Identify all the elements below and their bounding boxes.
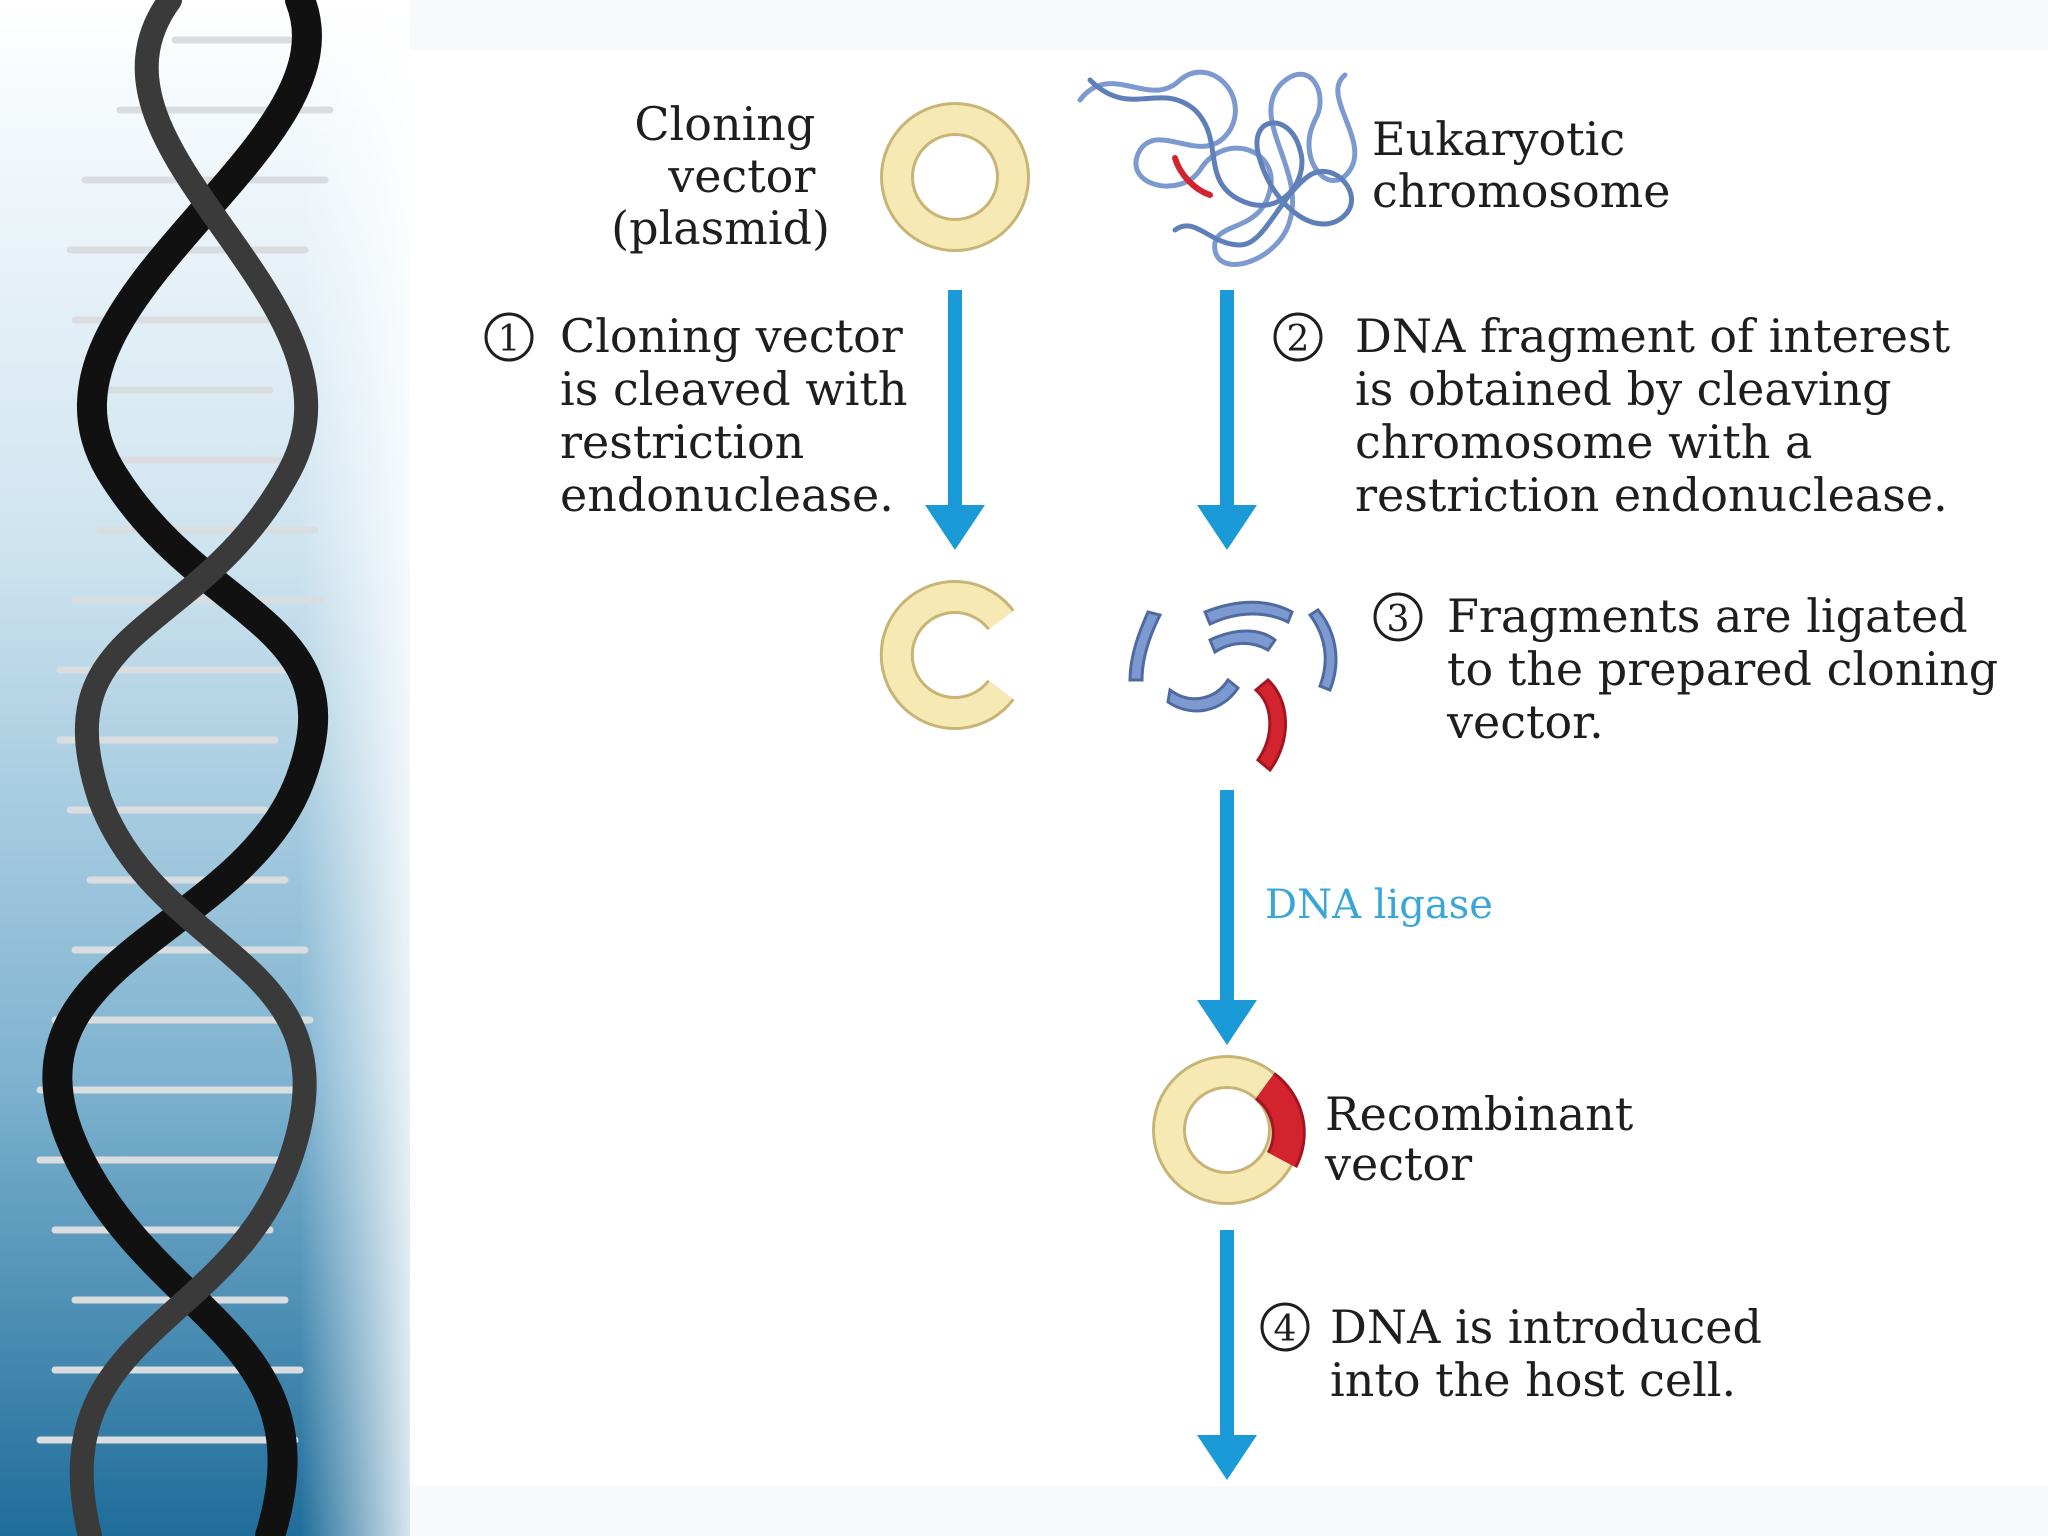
cloning-vector-label: Cloning vector (plasmid): [611, 97, 830, 255]
dna-ligase-label: DNA ligase: [1265, 882, 1493, 928]
step-number: 2: [1287, 319, 1310, 360]
down-arrow-icon: [925, 505, 985, 550]
down-arrow-icon: [1197, 1435, 1257, 1480]
step-2-arrow: [1197, 290, 1257, 550]
step-text-line: restriction: [560, 415, 804, 469]
step-text-line: vector.: [1446, 695, 1604, 749]
recombinant-vector-label: Recombinant vector: [1324, 1087, 1648, 1191]
cloning-vector-label-line: vector: [667, 149, 815, 203]
step-1-arrow: [925, 290, 985, 550]
step-text: Cloning vector is cleaved with restricti…: [560, 309, 922, 522]
step-number-circle: [1260, 1302, 1310, 1352]
step-text-line: is obtained by cleaving: [1355, 362, 1892, 416]
step-number-circle: [1373, 592, 1423, 642]
step-text-line: restriction endonuclease.: [1355, 468, 1948, 522]
chromosome-insert-segment: [1172, 155, 1213, 198]
step-text-line: into the host cell.: [1330, 1353, 1736, 1407]
step-3: 3 Fragments are ligated to the prepared …: [1373, 589, 2013, 749]
chromosome-fragment: [1128, 610, 1163, 682]
recombinant-insert: [1256, 1074, 1303, 1167]
ligase-arrow: [1197, 790, 1257, 1045]
down-arrow-icon: [1197, 1000, 1257, 1045]
chromosome-strand: [1077, 69, 1358, 267]
step-text-line: DNA fragment of interest: [1355, 309, 1951, 363]
down-arrow-icon: [1197, 505, 1257, 550]
step-text-line: DNA is introduced: [1330, 1300, 1762, 1354]
chromosome-fragments-icon: [1128, 600, 1338, 713]
step-text-line: chromosome with a: [1355, 415, 1812, 469]
cloning-vector-label-line: Cloning: [634, 97, 815, 151]
step-1: 1 Cloning vector is cleaved with restric…: [484, 309, 922, 522]
eukaryotic-chromosome-label: Eukaryotic chromosome: [1372, 112, 1671, 218]
step-4: 4 DNA is introduced into the host cell.: [1260, 1300, 1777, 1407]
step-number: 4: [1274, 1309, 1297, 1350]
dna-double-helix-icon: [36, 0, 334, 1536]
chromosome-strand: [1087, 77, 1354, 248]
cleaved-plasmid-icon: [879, 580, 1015, 730]
left-background-fade: [300, 0, 420, 1536]
step-number-circle: [484, 312, 534, 362]
step-text-line: endonuclease.: [560, 468, 894, 522]
step-text-line: to the prepared cloning: [1447, 642, 1998, 696]
recombinant-vector-label-line: Recombinant: [1325, 1087, 1634, 1141]
step-text-line: Cloning vector: [560, 309, 903, 363]
recombinant-vector-label-line: vector: [1324, 1137, 1472, 1191]
plasmid-ring-icon: [880, 102, 1030, 252]
step-text: DNA fragment of interest is obtained by …: [1355, 309, 1965, 522]
chromosome-fragment: [1307, 608, 1338, 692]
cloning-vector-label-line: (plasmid): [611, 201, 830, 255]
step-4-arrow: [1197, 1230, 1257, 1480]
step-number: 3: [1387, 599, 1410, 640]
step-number: 1: [498, 319, 521, 360]
chromosome-fragment: [1203, 600, 1294, 627]
chromosome-icon: [1077, 69, 1358, 267]
helix-strand-dark: [42, 0, 328, 1536]
chromosome-fragment: [1166, 677, 1241, 713]
eukaryotic-chromosome-label-line: Eukaryotic: [1372, 112, 1625, 166]
step-text: Fragments are ligated to the prepared cl…: [1446, 589, 2013, 749]
helix-strand-light: [69, 0, 318, 1536]
step-text-line: Fragments are ligated: [1447, 589, 1968, 643]
chromosome-fragment: [1208, 629, 1278, 655]
dna-fragment-of-interest: [1253, 678, 1287, 773]
step-number-circle: [1273, 312, 1323, 362]
step-2: 2 DNA fragment of interest is obtained b…: [1273, 309, 1965, 522]
recombinant-vector-icon: [1152, 1055, 1306, 1205]
step-text: DNA is introduced into the host cell.: [1330, 1300, 1777, 1407]
step-text-line: is cleaved with: [560, 362, 908, 416]
eukaryotic-chromosome-label-line: chromosome: [1372, 164, 1671, 218]
